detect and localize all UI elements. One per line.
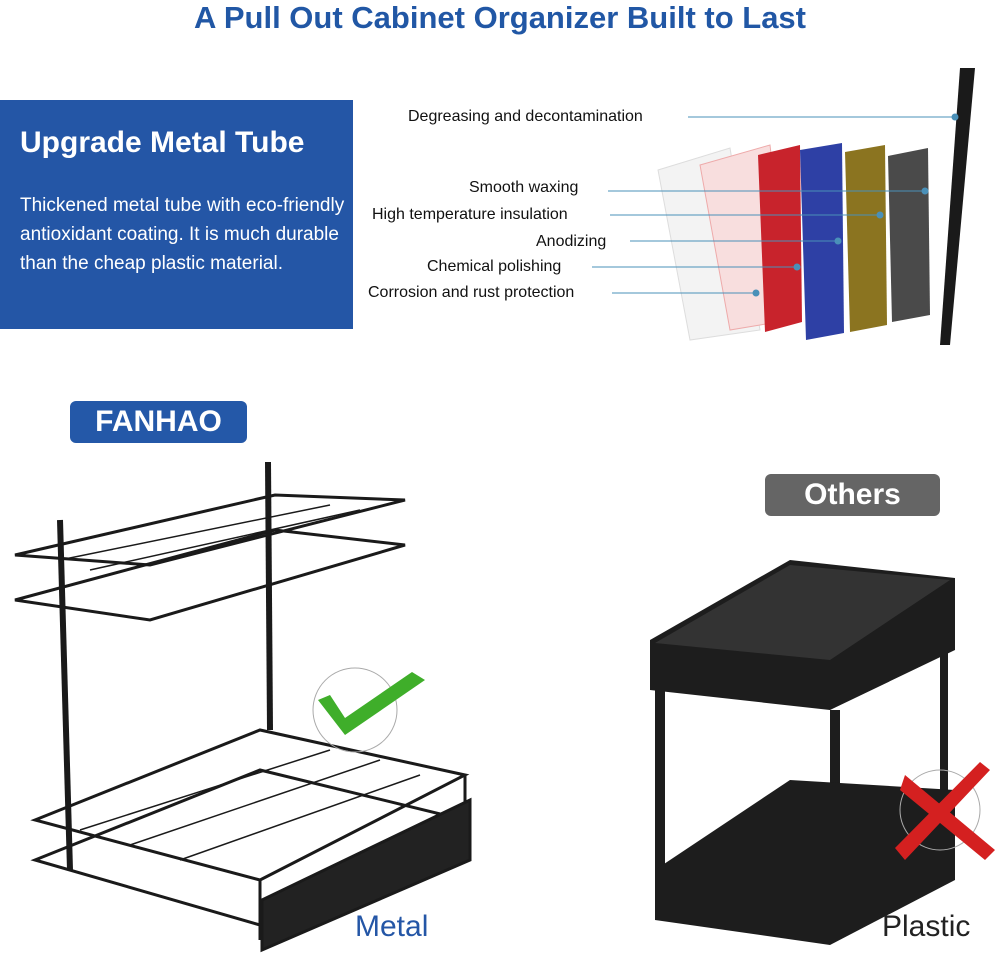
feature-box: Upgrade Metal Tube Thickened metal tube …	[0, 100, 353, 329]
layer-label: Corrosion and rust protection	[368, 284, 575, 301]
plastic-rack-illustration	[650, 560, 955, 945]
layer-label: Chemical polishing	[427, 258, 562, 275]
others-badge: Others	[765, 474, 940, 516]
page-title: A Pull Out Cabinet Organizer Built to La…	[194, 0, 806, 35]
metal-caption: Metal	[355, 910, 429, 943]
plastic-caption: Plastic	[882, 910, 971, 943]
checkmark-icon	[318, 672, 425, 735]
cross-icon	[895, 762, 995, 860]
feature-text: Thickened metal tube with eco-friendly a…	[20, 195, 345, 274]
metal-tube	[940, 68, 975, 345]
layer-label: Degreasing and decontamination	[408, 108, 643, 125]
layer-label: High temperature insulation	[372, 206, 568, 223]
fanhao-badge: FANHAO	[70, 401, 247, 443]
layer-label: Smooth waxing	[469, 179, 579, 196]
metal-rack-illustration	[14, 461, 472, 953]
layer-label: Anodizing	[536, 233, 607, 250]
feature-title: Upgrade Metal Tube	[20, 126, 305, 159]
